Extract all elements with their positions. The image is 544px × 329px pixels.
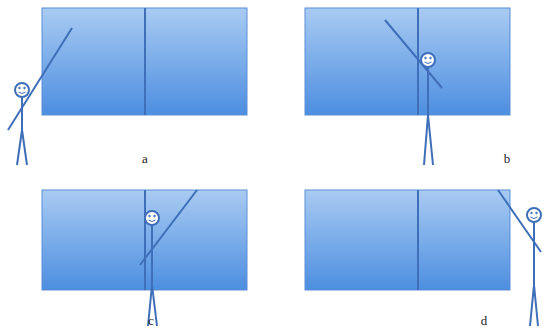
board (305, 8, 510, 115)
panel-letter: c (148, 314, 154, 327)
stick-figure (498, 190, 541, 326)
panel-letter: d (481, 314, 488, 327)
divider (144, 8, 146, 115)
stick-figure (8, 28, 72, 165)
divider (417, 190, 419, 290)
stick-figure (385, 20, 442, 165)
panel-letter: a (142, 152, 148, 165)
stick-figure (140, 190, 197, 326)
board (42, 8, 247, 115)
board (305, 190, 510, 290)
divider (144, 190, 146, 290)
panel-letter: b (504, 152, 511, 165)
board (42, 190, 247, 290)
